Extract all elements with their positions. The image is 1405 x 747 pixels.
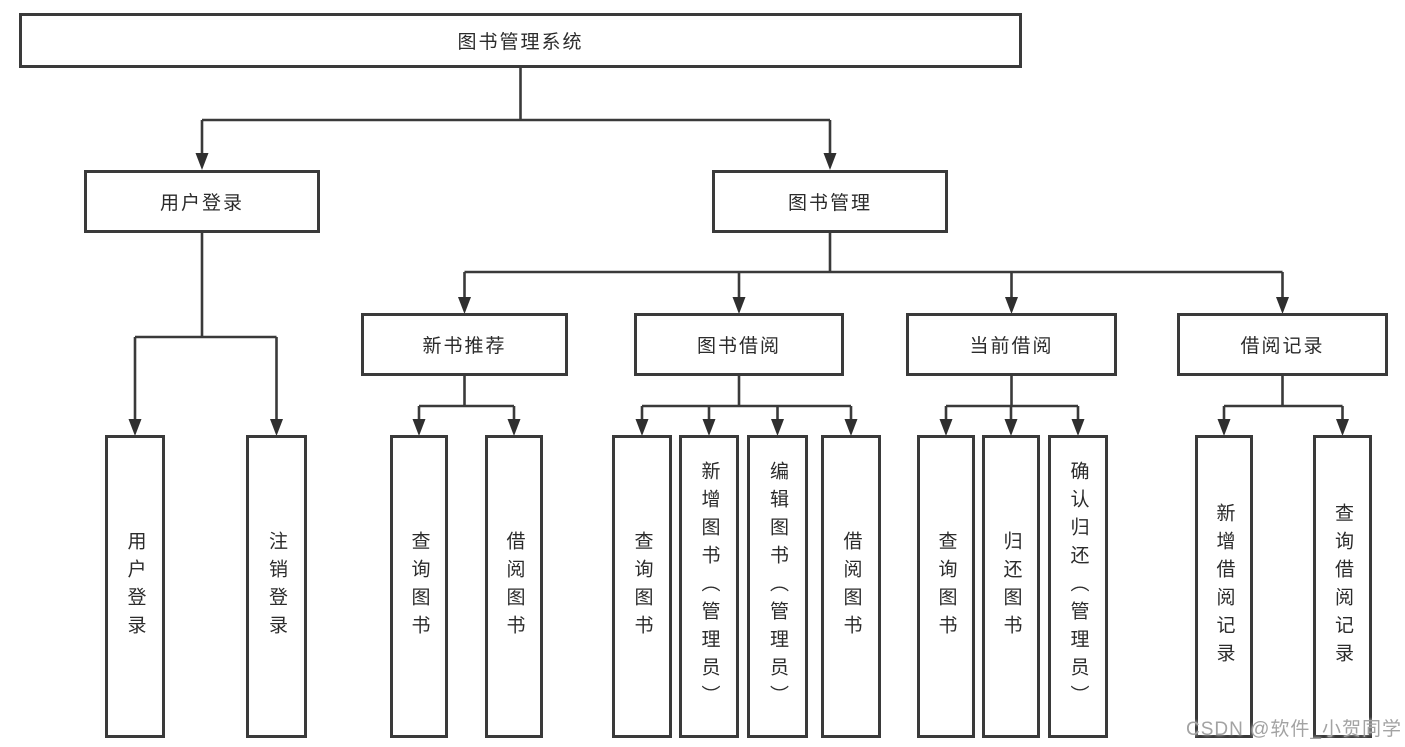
node-book-management: 图书管理 <box>712 170 948 233</box>
connector-new-book-recommend-to-leaves <box>412 376 521 436</box>
connector-book-management-to-level3 <box>458 233 1289 314</box>
leaf-borrow-add-books-admin: 新增图书（管理员） <box>679 435 739 738</box>
leaf-records-add-borrow-record: 新增借阅记录 <box>1195 435 1253 738</box>
node-borrow-records: 借阅记录 <box>1177 313 1388 376</box>
node-user-login: 用户登录 <box>84 170 320 233</box>
leaf-recommend-borrow-books: 借阅图书 <box>485 435 543 738</box>
node-library-management-system: 图书管理系统 <box>19 13 1022 68</box>
connector-root-to-level2 <box>195 68 837 170</box>
leaf-recommend-query-books: 查询图书 <box>390 435 448 738</box>
leaf-user-login: 用户登录 <box>105 435 165 738</box>
connector-borrow-records-to-leaves <box>1217 376 1349 436</box>
node-current-borrow: 当前借阅 <box>906 313 1117 376</box>
leaf-borrow-query-books: 查询图书 <box>612 435 672 738</box>
leaf-current-confirm-return-admin: 确认归还（管理员） <box>1048 435 1108 738</box>
leaf-current-query-books: 查询图书 <box>917 435 975 738</box>
node-new-book-recommend: 新书推荐 <box>361 313 568 376</box>
leaf-current-return-books: 归还图书 <box>982 435 1040 738</box>
connector-book-borrow-to-leaves <box>635 376 858 436</box>
connector-current-borrow-to-leaves <box>939 376 1085 436</box>
connector-user-login-to-leaves <box>128 233 283 436</box>
leaf-records-query-borrow-record: 查询借阅记录 <box>1313 435 1372 738</box>
leaf-logout: 注销登录 <box>246 435 307 738</box>
csdn-watermark: CSDN @软件_小贺同学 <box>1186 719 1402 740</box>
leaf-borrow-edit-books-admin: 编辑图书（管理员） <box>747 435 808 738</box>
node-book-borrow: 图书借阅 <box>634 313 844 376</box>
leaf-borrow-borrow-books: 借阅图书 <box>821 435 881 738</box>
